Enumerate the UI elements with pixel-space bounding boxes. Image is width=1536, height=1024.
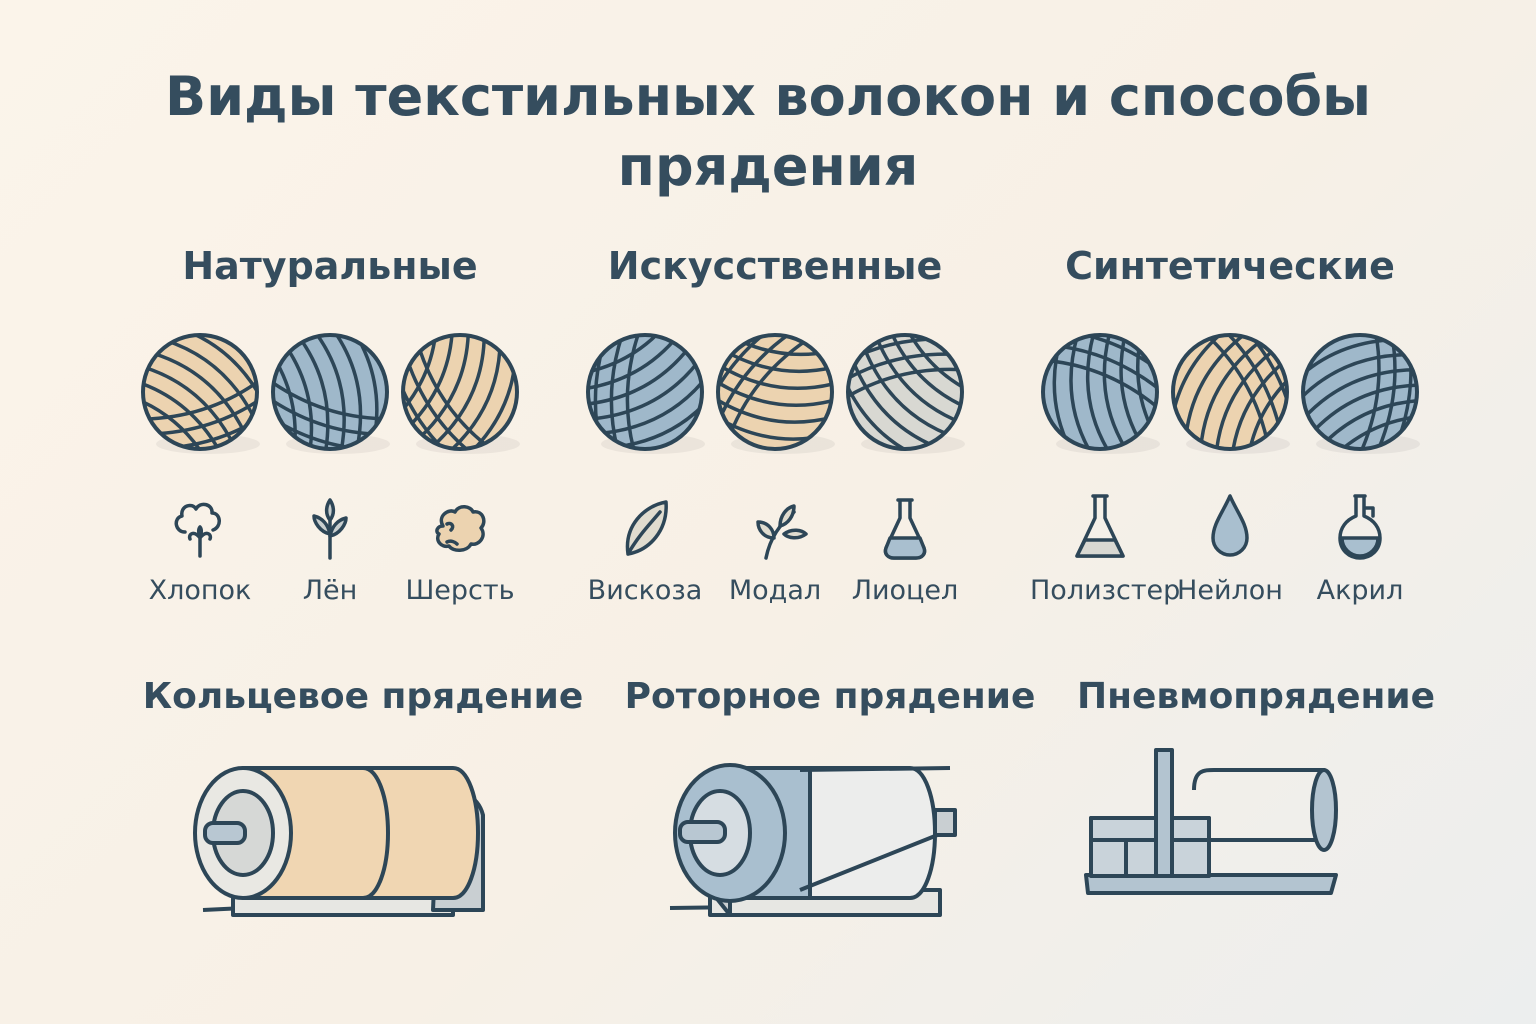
leaf-icon <box>610 486 680 562</box>
spinning-method-heading: Роторное прядение <box>624 676 1036 717</box>
branch-icon <box>740 486 810 562</box>
yarn-ball-icon <box>1038 330 1162 454</box>
fiber-label: Полизстер <box>1030 575 1181 606</box>
yarn-ball-icon <box>138 330 262 454</box>
cotton-icon <box>165 486 235 562</box>
yarn-ball-icon <box>1298 330 1422 454</box>
spinning-machine-illustration <box>1066 740 1406 940</box>
spinning-machine-illustration <box>650 740 990 940</box>
spinning-method-heading: Пневмопрядение <box>1076 676 1436 717</box>
page-title: Виды текстильных волокон и способы пряде… <box>0 62 1536 202</box>
yarn-ball-icon <box>268 330 392 454</box>
round-flask-icon <box>1325 486 1395 562</box>
yarn-ball-icon <box>1168 330 1292 454</box>
fiber-label: Вискоза <box>587 575 703 606</box>
yarn-ball-icon <box>583 330 707 454</box>
flask-icon <box>870 486 940 562</box>
fiber-label: Шерсть <box>405 575 515 606</box>
fiber-label: Хлопок <box>148 575 252 606</box>
spinning-method-heading: Кольцевое прядение <box>142 676 584 717</box>
drop-icon <box>1195 486 1265 562</box>
flax-sprout-icon <box>295 486 365 562</box>
category-heading: Искусственные <box>607 244 943 288</box>
fiber-label: Лиоцел <box>851 575 959 606</box>
fiber-label: Модал <box>728 575 822 606</box>
fiber-label: Нейлон <box>1177 575 1283 606</box>
sheep-wool-icon <box>425 486 495 562</box>
category-heading: Натуральные <box>182 244 478 288</box>
title-line-1: Виды текстильных волокон и способы <box>165 65 1371 128</box>
fiber-label: Лён <box>302 575 358 606</box>
yarn-ball-icon <box>398 330 522 454</box>
spinning-machine-illustration <box>183 740 523 940</box>
yarn-ball-icon <box>713 330 837 454</box>
category-heading: Синтетические <box>1065 244 1395 288</box>
conical-flask-icon <box>1065 486 1135 562</box>
title-line-2: прядения <box>617 135 919 198</box>
yarn-ball-icon <box>843 330 967 454</box>
fiber-label: Акрил <box>1316 575 1404 606</box>
